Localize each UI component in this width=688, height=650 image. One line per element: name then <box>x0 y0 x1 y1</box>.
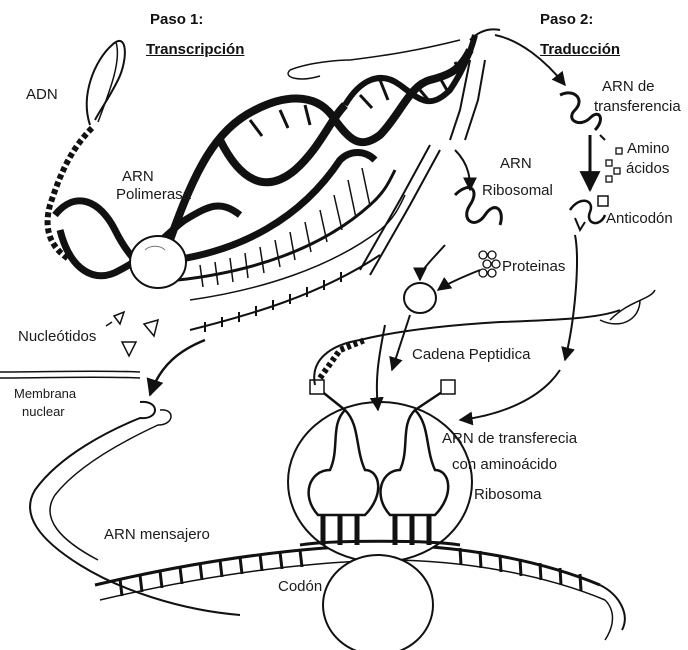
nuclear-membrane <box>0 371 140 378</box>
step1-subtitle: Transcripción <box>146 40 244 59</box>
label-arn-t-aminoacido-2: con aminoácido <box>452 456 557 474</box>
label-arn-transferencia-2: transferencia <box>594 98 681 116</box>
transcription-bubble <box>175 153 405 333</box>
nucleotides-shapes <box>106 312 158 356</box>
small-ribosome-shape <box>404 283 436 313</box>
ribosomal-rna <box>360 60 501 275</box>
label-codon: Codón <box>278 578 322 596</box>
label-anticodon: Anticodón <box>606 210 673 228</box>
rna-polymerase-shape <box>130 236 186 288</box>
step2-subtitle-text: Traducción <box>540 41 620 58</box>
step1-title: Paso 1: <box>150 10 203 29</box>
step2-subtitle: Traducción <box>540 40 620 59</box>
label-nucleotidos: Nucleótidos <box>18 328 96 346</box>
ribosome-shape <box>288 380 472 650</box>
step1-subtitle-text: Transcripción <box>146 41 244 58</box>
label-arn-mensajero: ARN mensajero <box>104 526 210 544</box>
label-ribosoma: Ribosoma <box>474 486 542 504</box>
label-arn-polimerasa-2: Polimerasa <box>116 186 191 204</box>
step2-title: Paso 2: <box>540 10 593 29</box>
label-arn-ribosomal-2: Ribosomal <box>482 182 553 200</box>
anticodon-shape <box>570 196 608 230</box>
label-proteinas: Proteinas <box>502 258 565 276</box>
trna-curve-right <box>610 290 655 320</box>
label-arn-ribosomal-1: ARN <box>500 155 532 173</box>
label-membrana-1: Membrana <box>14 386 76 402</box>
proteins-shape <box>479 251 500 277</box>
label-arn-t-aminoacido-1: ARN de transferecia <box>442 430 577 448</box>
label-adn: ADN <box>26 86 58 104</box>
dna-helix <box>48 29 500 280</box>
amino-acids-shape <box>606 148 622 182</box>
label-amino-1: Amino <box>627 140 670 158</box>
label-cadena-peptidica: Cadena Peptidica <box>412 346 530 364</box>
label-arn-transferencia-1: ARN de <box>602 78 655 96</box>
label-membrana-2: nuclear <box>22 404 65 420</box>
label-amino-2: ácidos <box>626 160 669 178</box>
peptide-chain <box>314 300 640 385</box>
label-arn-polimerasa-1: ARN <box>122 168 154 186</box>
